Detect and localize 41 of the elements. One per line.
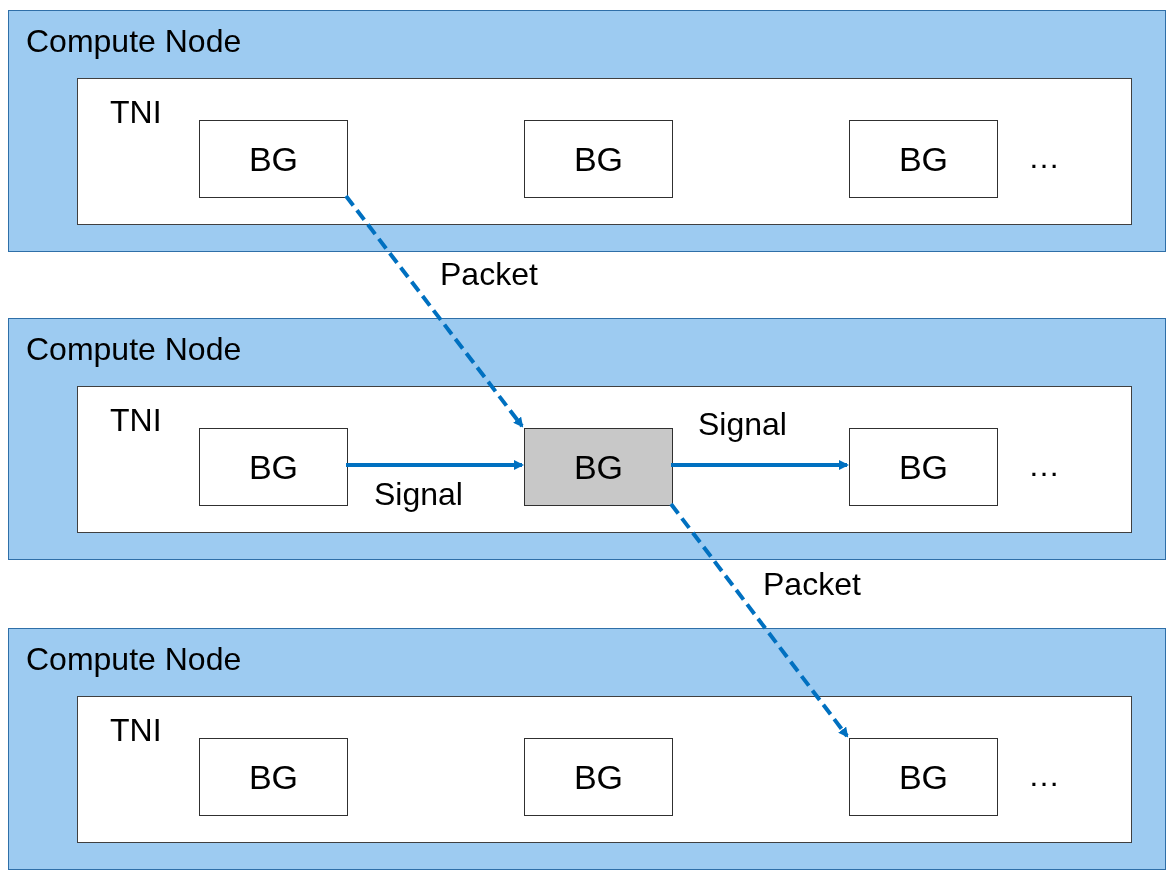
bg-box	[849, 738, 998, 816]
arrow	[344, 194, 524, 428]
arrow	[669, 502, 849, 738]
arrow	[346, 460, 524, 470]
compute-node-label: Compute Node	[26, 333, 242, 365]
bg-box	[199, 738, 348, 816]
bg-label: BG	[898, 760, 949, 794]
compute-node-panel	[8, 628, 1166, 870]
compute-node-label: Compute Node	[26, 643, 242, 675]
tni-box	[77, 386, 1132, 533]
ellipsis-label: …	[1028, 141, 1060, 173]
arrow	[671, 460, 849, 470]
tni-label: TNI	[110, 714, 162, 746]
bg-label: BG	[248, 760, 299, 794]
edge-label: Signal	[698, 408, 787, 440]
bg-label: BG	[898, 142, 949, 176]
edge-label: Signal	[374, 478, 463, 510]
bg-box	[849, 120, 998, 198]
bg-label: BG	[248, 450, 299, 484]
bg-label: BG	[573, 142, 624, 176]
bg-box	[849, 428, 998, 506]
bg-box	[199, 428, 348, 506]
ellipsis-label: …	[1028, 759, 1060, 791]
bg-label: BG	[573, 760, 624, 794]
bg-box	[524, 120, 673, 198]
compute-node-panel	[8, 318, 1166, 560]
tni-box	[77, 78, 1132, 225]
tni-label: TNI	[110, 96, 162, 128]
bg-label: BG	[248, 142, 299, 176]
bg-box	[524, 428, 673, 506]
edge-label: Packet	[763, 568, 861, 600]
compute-node-panel	[8, 10, 1166, 252]
tni-label: TNI	[110, 404, 162, 436]
bg-label: BG	[573, 450, 624, 484]
tni-box	[77, 696, 1132, 843]
ellipsis-label: …	[1028, 449, 1060, 481]
bg-box	[199, 120, 348, 198]
bg-box	[524, 738, 673, 816]
bg-label: BG	[898, 450, 949, 484]
edge-label: Packet	[440, 258, 538, 290]
compute-node-label: Compute Node	[26, 25, 242, 57]
